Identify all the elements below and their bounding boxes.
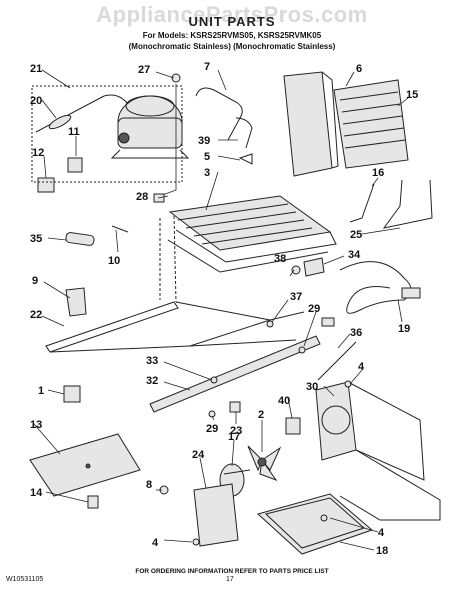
callout-23: 23 xyxy=(230,425,242,437)
callout-8: 8 xyxy=(146,479,152,491)
tube-39 xyxy=(235,117,253,149)
evaporator xyxy=(167,195,337,273)
callout-14: 14 xyxy=(30,487,43,499)
callout-22: 22 xyxy=(30,309,42,321)
callout-4-lower-right: 4 xyxy=(378,527,385,539)
callout-34: 34 xyxy=(348,249,361,261)
callout-35: 35 xyxy=(30,233,42,245)
callout-30: 30 xyxy=(306,381,318,393)
wire-harness xyxy=(321,261,421,327)
callout-17: 17 xyxy=(228,431,240,443)
bracket-24 xyxy=(193,483,239,547)
callout-12: 12 xyxy=(32,147,44,159)
callout-37: 37 xyxy=(290,291,302,303)
callout-27: 27 xyxy=(138,64,150,76)
compressor-group-box xyxy=(31,85,183,183)
drain-pan xyxy=(256,493,373,555)
callout-38: 38 xyxy=(274,253,286,265)
foot-14 xyxy=(87,495,99,509)
callout-5: 5 xyxy=(204,151,210,163)
compressor xyxy=(110,95,190,159)
callout-6: 6 xyxy=(356,63,362,75)
callout-29-lower: 29 xyxy=(206,423,218,435)
screw-38 xyxy=(291,265,301,275)
page-number: 17 xyxy=(226,576,234,583)
models-line: For Models: KSRS25RVMS05, KSRS25RVMK05 xyxy=(142,31,322,40)
clip-10 xyxy=(111,225,129,233)
leader-lines xyxy=(33,69,409,551)
screw-4c xyxy=(192,538,200,546)
callout-16: 16 xyxy=(372,167,384,179)
grommet-23 xyxy=(229,401,241,413)
clip-34 xyxy=(303,257,325,277)
tube-16 xyxy=(349,183,375,223)
fan-blade xyxy=(247,445,282,482)
callout-36: 36 xyxy=(350,327,362,339)
callout-28: 28 xyxy=(136,191,148,203)
doc-number: W10531105 xyxy=(6,576,44,583)
tube-35 xyxy=(65,232,95,246)
label-40 xyxy=(285,417,301,435)
screw-27 xyxy=(171,73,181,83)
callout-18: 18 xyxy=(376,545,388,557)
screw-37 xyxy=(266,320,274,328)
tray-13 xyxy=(29,433,141,497)
callout-11: 11 xyxy=(68,126,80,138)
callout-39: 39 xyxy=(198,135,210,147)
callout-9: 9 xyxy=(32,275,38,287)
callout-19: 19 xyxy=(398,323,410,335)
clip-5 xyxy=(238,153,253,165)
callout-4-right: 4 xyxy=(358,361,365,373)
harness-wire-28 xyxy=(159,84,177,197)
tube-25 xyxy=(382,179,433,229)
condenser xyxy=(333,79,409,169)
screw-4b xyxy=(320,514,328,522)
screw-29b xyxy=(208,410,216,418)
callout-29-upper: 29 xyxy=(308,303,320,315)
callout-10: 10 xyxy=(108,255,120,267)
callout-24: 24 xyxy=(192,449,205,461)
callout-20: 20 xyxy=(30,95,42,107)
callout-2: 2 xyxy=(258,409,264,421)
screw-29a xyxy=(298,346,306,354)
callout-7: 7 xyxy=(204,61,210,73)
screw-4a xyxy=(344,380,352,388)
callout-40: 40 xyxy=(278,395,290,407)
callout-32: 32 xyxy=(146,375,158,387)
frame-rails xyxy=(45,215,305,353)
fan-bracket xyxy=(315,381,441,521)
callout-33: 33 xyxy=(146,355,158,367)
callout-25: 25 xyxy=(350,229,362,241)
rod-36 xyxy=(317,341,357,381)
start-relay xyxy=(37,177,55,193)
overload-relay xyxy=(67,157,83,173)
callout-4-lower-left: 4 xyxy=(152,537,159,549)
callout-15: 15 xyxy=(406,89,418,101)
bracket-9 xyxy=(65,287,87,317)
start-device-wire xyxy=(35,94,129,133)
callout-3: 3 xyxy=(204,167,210,179)
subtitle-line: (Monochromatic Stainless) (Monochromatic… xyxy=(128,42,336,51)
callout-13: 13 xyxy=(30,419,42,431)
callout-1: 1 xyxy=(38,385,44,397)
footer-note: FOR ORDERING INFORMATION REFER TO PARTS … xyxy=(135,568,329,575)
tube-7 xyxy=(195,87,243,141)
page-title: UNIT PARTS xyxy=(188,14,276,29)
watermark: AppliancePartsPros.com xyxy=(96,2,368,27)
fan-shroud xyxy=(283,71,339,177)
label-1 xyxy=(63,385,81,403)
callout-21: 21 xyxy=(30,63,42,75)
crossbar-32 xyxy=(149,335,321,413)
